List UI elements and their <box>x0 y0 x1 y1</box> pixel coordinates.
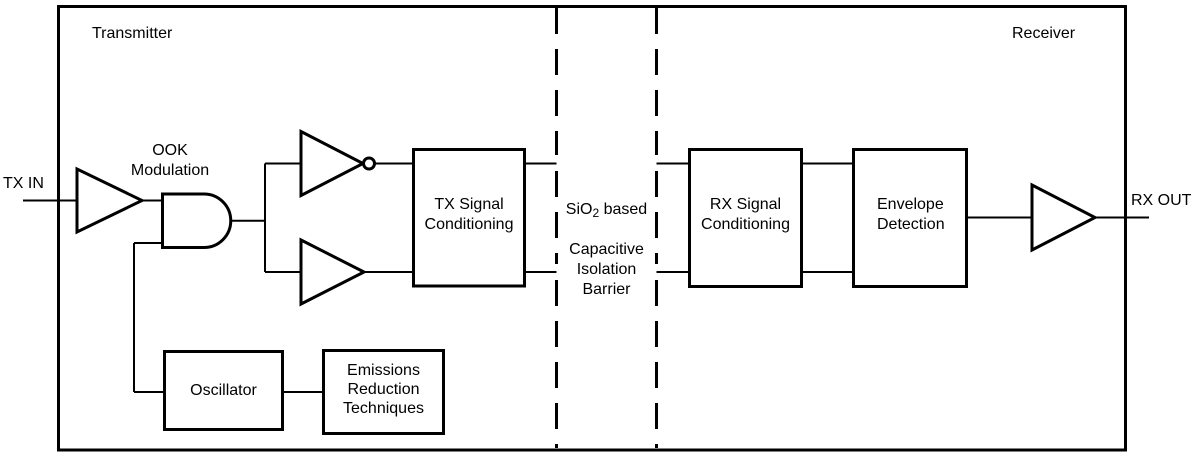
barrier-formula-line: SiO2 based <box>556 200 657 220</box>
tx-input-buffer-icon <box>75 166 146 235</box>
oscillator-box <box>163 350 284 431</box>
ook-modulation-label: OOK Modulation <box>130 142 210 179</box>
receiver-section-label: Receiver <box>1012 25 1076 42</box>
envelope-detection-box <box>852 148 968 288</box>
tx-signal-conditioning-label: TX Signal Conditioning <box>424 196 514 233</box>
lower-buffer-icon <box>299 237 368 307</box>
transmitter-section-label: Transmitter <box>92 25 173 42</box>
emissions-reduction-box <box>322 349 445 435</box>
emissions-reduction-label: Emissions Reduction Techniques <box>343 362 424 417</box>
rx-output-buffer-icon <box>1030 182 1099 253</box>
inverter-bubble-icon <box>362 156 376 171</box>
oscillator-label: Oscillator <box>190 382 257 399</box>
isolation-barrier-dashes <box>555 8 658 448</box>
barrier-formula-prefix: SiO <box>565 201 593 218</box>
tx-in-label: TX IN <box>3 175 44 192</box>
inverter-triangle-icon <box>299 129 367 198</box>
chip-boundary-box <box>57 5 1127 452</box>
envelope-detection-label: Envelope Detection <box>877 196 945 233</box>
isolation-barrier-label: SiO2 based Capacitive Isolation Barrier <box>556 180 657 320</box>
barrier-formula-subscript: 2 <box>592 206 600 220</box>
rx-out-label: RX OUT <box>1131 192 1192 209</box>
tx-signal-conditioning-box <box>412 148 526 288</box>
rx-signal-conditioning-label: RX Signal Conditioning <box>701 196 790 233</box>
and-gate-icon <box>161 192 233 249</box>
barrier-formula-suffix: based <box>599 201 648 218</box>
barrier-rest-lines: Capacitive Isolation Barrier <box>569 241 644 298</box>
wires <box>23 162 1149 393</box>
rx-signal-conditioning-box <box>688 148 803 288</box>
